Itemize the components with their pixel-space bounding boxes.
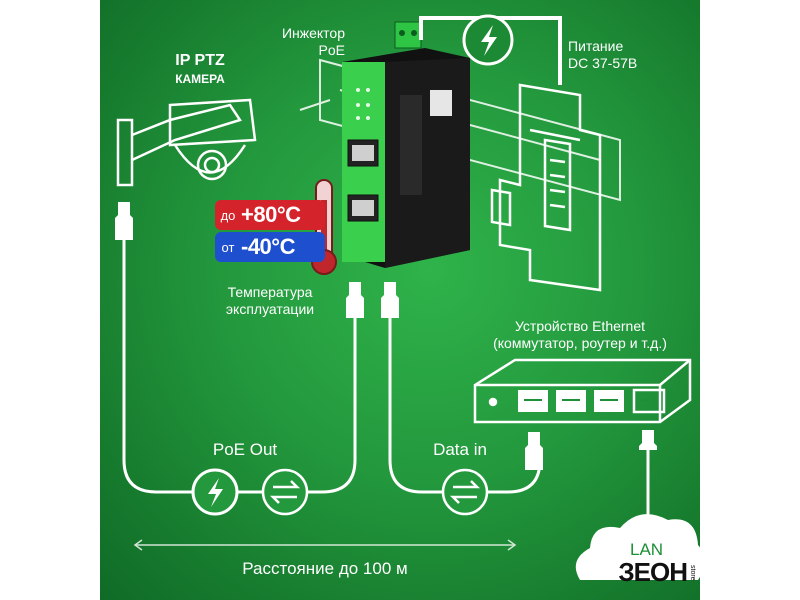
temperature-min-prefix: от: [221, 239, 235, 255]
injector-subtitle: PoE: [318, 42, 345, 58]
camera-title: IP PTZ: [175, 52, 225, 69]
lightning-icon: [191, 468, 239, 516]
distance-arrow: [133, 539, 517, 551]
temperature-title: Температура: [227, 284, 313, 300]
poe-injector-device: [342, 48, 470, 268]
brand-logo-text: ЗЕОН: [618, 557, 688, 587]
rj45-connector-icon: [115, 202, 657, 470]
power-subtitle: DC 37-57В: [568, 55, 638, 71]
data-in-label: Data in: [433, 440, 487, 459]
distance-label: Расстояние до 100 м: [242, 559, 408, 578]
camera-subtitle: КАМЕРА: [175, 72, 225, 86]
temperature-max-prefix: до: [220, 207, 236, 223]
diagram-drawing: [115, 14, 700, 580]
injector-title: Инжектор: [281, 25, 345, 41]
temperature-subtitle: эксплуатации: [225, 301, 315, 317]
power-wire: [419, 16, 480, 40]
power-supply-outline: [490, 83, 602, 292]
transfer-arrows-icon-data: [441, 468, 489, 516]
temperature-max-badge: до +80°C: [215, 200, 325, 230]
temperature-min-value: -40°C: [241, 234, 295, 259]
poe-out-label: PoE Out: [212, 440, 278, 459]
power-lightning-icon: [462, 14, 514, 66]
power-wire-2: [495, 16, 562, 85]
transfer-arrows-icon: [261, 468, 309, 516]
temperature-max-value: +80°C: [241, 202, 301, 227]
power-title: Питание: [568, 38, 624, 54]
temperature-min-badge: от -40°C: [215, 232, 325, 262]
power-terminal: [394, 21, 422, 49]
brand-logo: ЗЕОН store: [618, 557, 696, 588]
ethernet-title: Устройство Ethernet: [514, 318, 646, 334]
lan-label: LAN: [630, 540, 664, 559]
ptz-camera: [116, 98, 257, 187]
ethernet-subtitle: (коммутатор, роутер и т.д.): [493, 335, 667, 351]
diagram-panel: IP PTZ КАМЕРА Инжектор PoE Питание DC 37…: [100, 0, 700, 600]
brand-logo-suffix: store: [689, 564, 696, 581]
ethernet-switch: [473, 358, 692, 424]
cloud-icon: [575, 514, 700, 580]
